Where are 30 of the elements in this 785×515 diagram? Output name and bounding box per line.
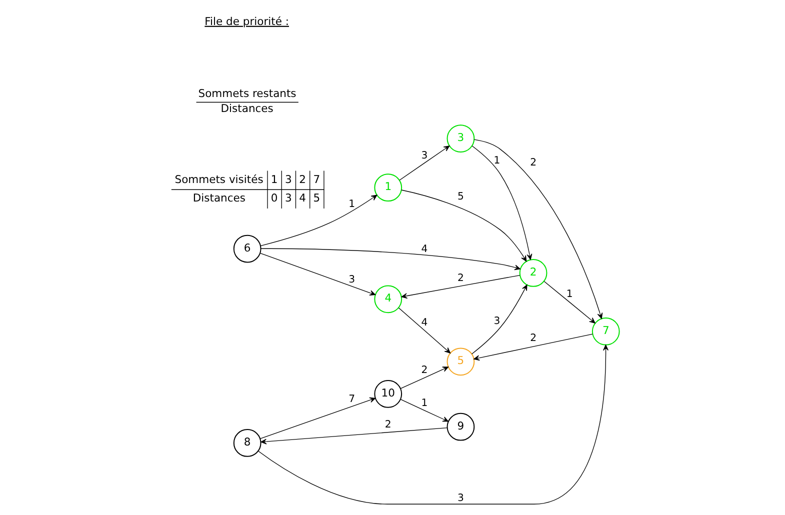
edge-label: 2 (530, 157, 536, 168)
edge-label: 1 (494, 155, 500, 166)
edge-label: 3 (348, 274, 356, 286)
edge-label: 1 (566, 289, 573, 300)
label: Distances (192, 192, 246, 205)
edge-label: 3 (421, 150, 428, 162)
edge-label: 2 (530, 332, 536, 344)
label: 3 (284, 192, 292, 205)
label: Sommets visités (174, 172, 264, 186)
edge-label: 5 (458, 192, 464, 203)
label: 0 (270, 192, 278, 205)
edge-label: 4 (421, 244, 428, 256)
edge-label: 1 (348, 199, 356, 210)
label: 3 (284, 172, 292, 186)
label: 7 (313, 172, 320, 186)
edge-label: 4 (421, 317, 428, 328)
label: Sommets restants (198, 86, 296, 100)
label: 5 (313, 192, 320, 205)
label: 4 (299, 192, 306, 205)
edge-label: 2 (384, 420, 392, 431)
label: 1 (270, 172, 278, 186)
edge-label: 2 (458, 273, 464, 284)
edge-label: 7 (348, 394, 356, 405)
label: Distances (220, 102, 274, 116)
label: 2 (299, 172, 306, 186)
edge-label: 3 (458, 492, 464, 504)
edge-label: 3 (494, 316, 500, 328)
label: File de priorité : (204, 14, 290, 28)
edge-label: 1 (421, 398, 428, 410)
edge-label: 2 (421, 365, 428, 376)
